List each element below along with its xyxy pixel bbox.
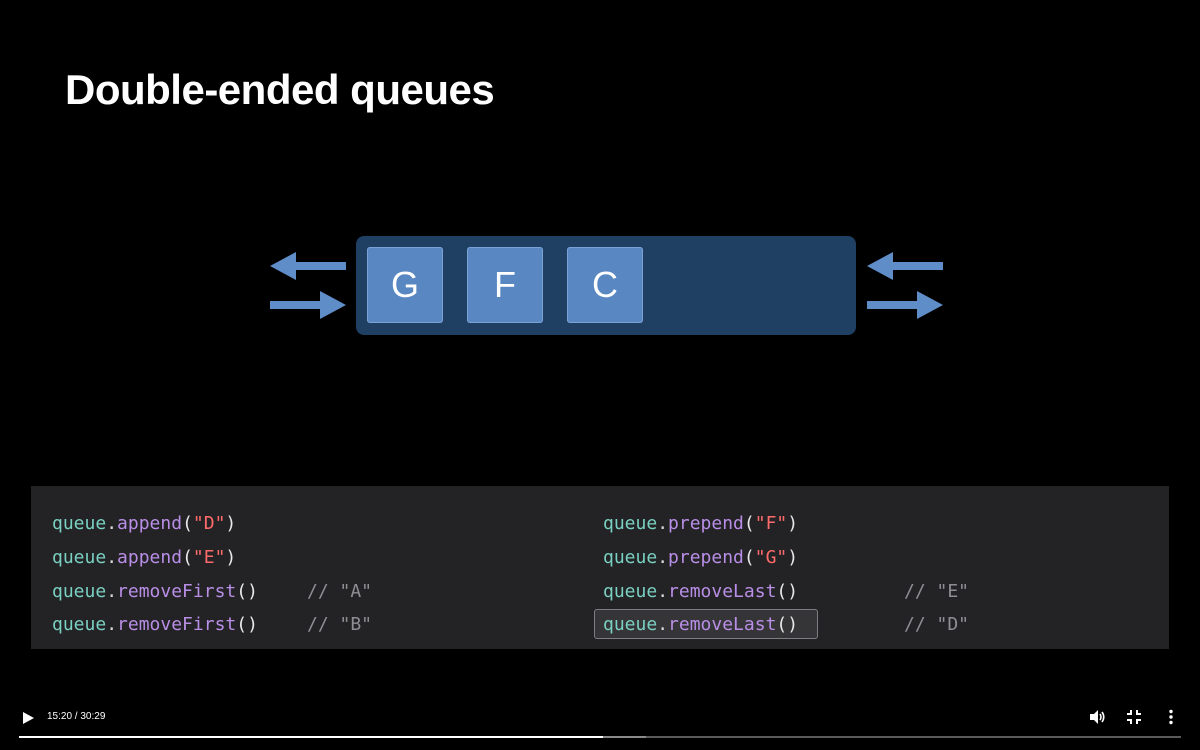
code-comment: // "D" bbox=[904, 614, 970, 635]
deque-cell: C bbox=[567, 247, 643, 323]
code-line-highlighted: queue.removeLast() bbox=[603, 614, 799, 635]
right-out-arrow-icon bbox=[867, 291, 943, 319]
volume-icon[interactable] bbox=[1088, 708, 1106, 726]
code-line: queue.prepend("F") bbox=[603, 513, 799, 534]
video-controls: 15:20 / 30:29 bbox=[0, 700, 1200, 750]
code-comment: // "A" bbox=[307, 581, 373, 602]
exit-fullscreen-icon[interactable] bbox=[1125, 708, 1143, 726]
deque-container: G F C bbox=[356, 236, 856, 335]
code-panel: queue.append("D") queue.append("E") queu… bbox=[31, 486, 1169, 649]
progress-bar[interactable] bbox=[19, 736, 1181, 738]
code-line: queue.prepend("G") bbox=[603, 547, 799, 568]
code-line: queue.removeFirst() bbox=[52, 614, 258, 635]
right-in-arrow-icon bbox=[867, 252, 943, 280]
left-out-arrow-icon bbox=[270, 252, 346, 280]
slide-title: Double-ended queues bbox=[65, 66, 495, 113]
code-line: queue.append("E") bbox=[52, 547, 237, 568]
deque-cell: F bbox=[467, 247, 543, 323]
code-line: queue.removeLast() bbox=[603, 581, 799, 602]
highlighted-line-box bbox=[594, 609, 818, 639]
code-comment: // "B" bbox=[307, 614, 373, 635]
play-icon[interactable] bbox=[20, 710, 36, 726]
code-line: queue.removeFirst() bbox=[52, 581, 258, 602]
left-in-arrow-icon bbox=[270, 291, 346, 319]
time-display: 15:20 / 30:29 bbox=[47, 711, 106, 722]
code-line: queue.append("D") bbox=[52, 513, 237, 534]
more-options-icon[interactable] bbox=[1162, 708, 1180, 726]
code-comment: // "E" bbox=[904, 581, 970, 602]
deque-cell: G bbox=[367, 247, 443, 323]
progress-fill bbox=[19, 736, 604, 738]
